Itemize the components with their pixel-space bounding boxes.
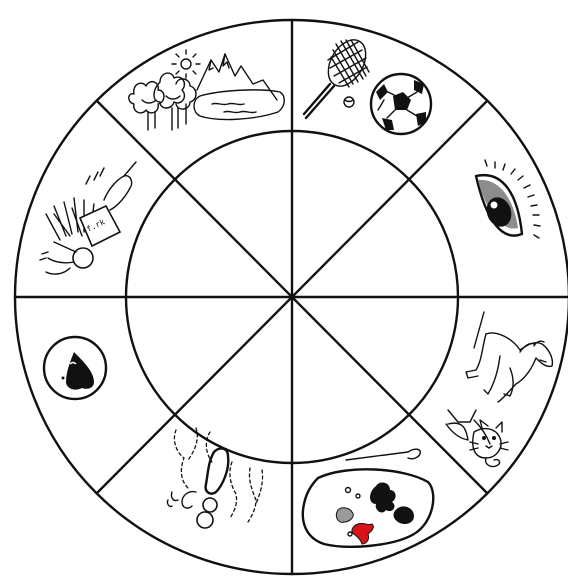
paint-palette-icon <box>303 449 433 547</box>
wheel-structure <box>15 20 568 574</box>
cat-and-horse-icon <box>446 312 552 467</box>
drop-circle-icon <box>44 337 106 399</box>
fries-and-lollipop-icon: f.rk <box>40 162 136 274</box>
eye-icon <box>476 160 540 238</box>
landscape-icon <box>129 50 285 130</box>
